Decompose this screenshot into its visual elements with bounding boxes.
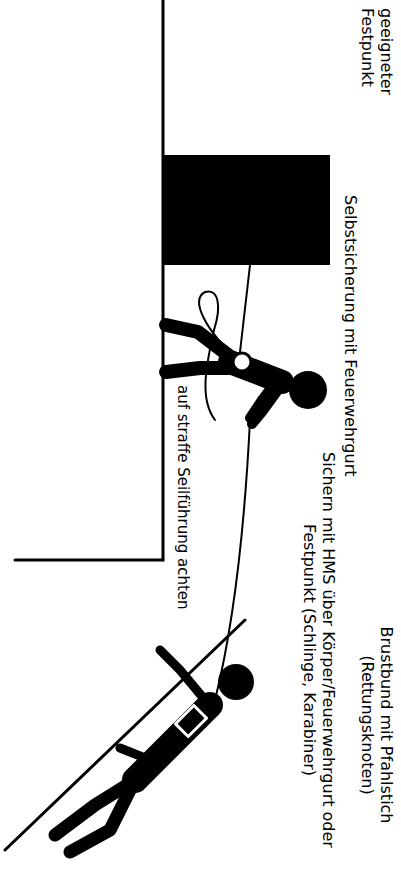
belayer-head <box>289 371 327 409</box>
belay-label: Sichern mit HMS über Körper/Feuerwehrgur… <box>300 440 338 860</box>
anchor-label: geeigneter Festpunkt <box>358 8 396 158</box>
belay-rope <box>215 420 250 700</box>
anchor-block <box>163 155 330 265</box>
self-belay-label: Selbstsicherung mit Feuerwehrgurt <box>341 195 360 477</box>
slope-line <box>5 620 245 850</box>
anchor-rope <box>240 265 250 352</box>
ground-line <box>15 559 163 562</box>
rope-note: auf straffe Seilführung achten <box>173 385 192 610</box>
wall-line <box>162 0 165 560</box>
rescued-figure <box>55 650 210 852</box>
knot-label: Brustbund mit Pfahlstich (Rettungsknoten… <box>358 590 396 860</box>
rescued-head <box>218 664 254 700</box>
